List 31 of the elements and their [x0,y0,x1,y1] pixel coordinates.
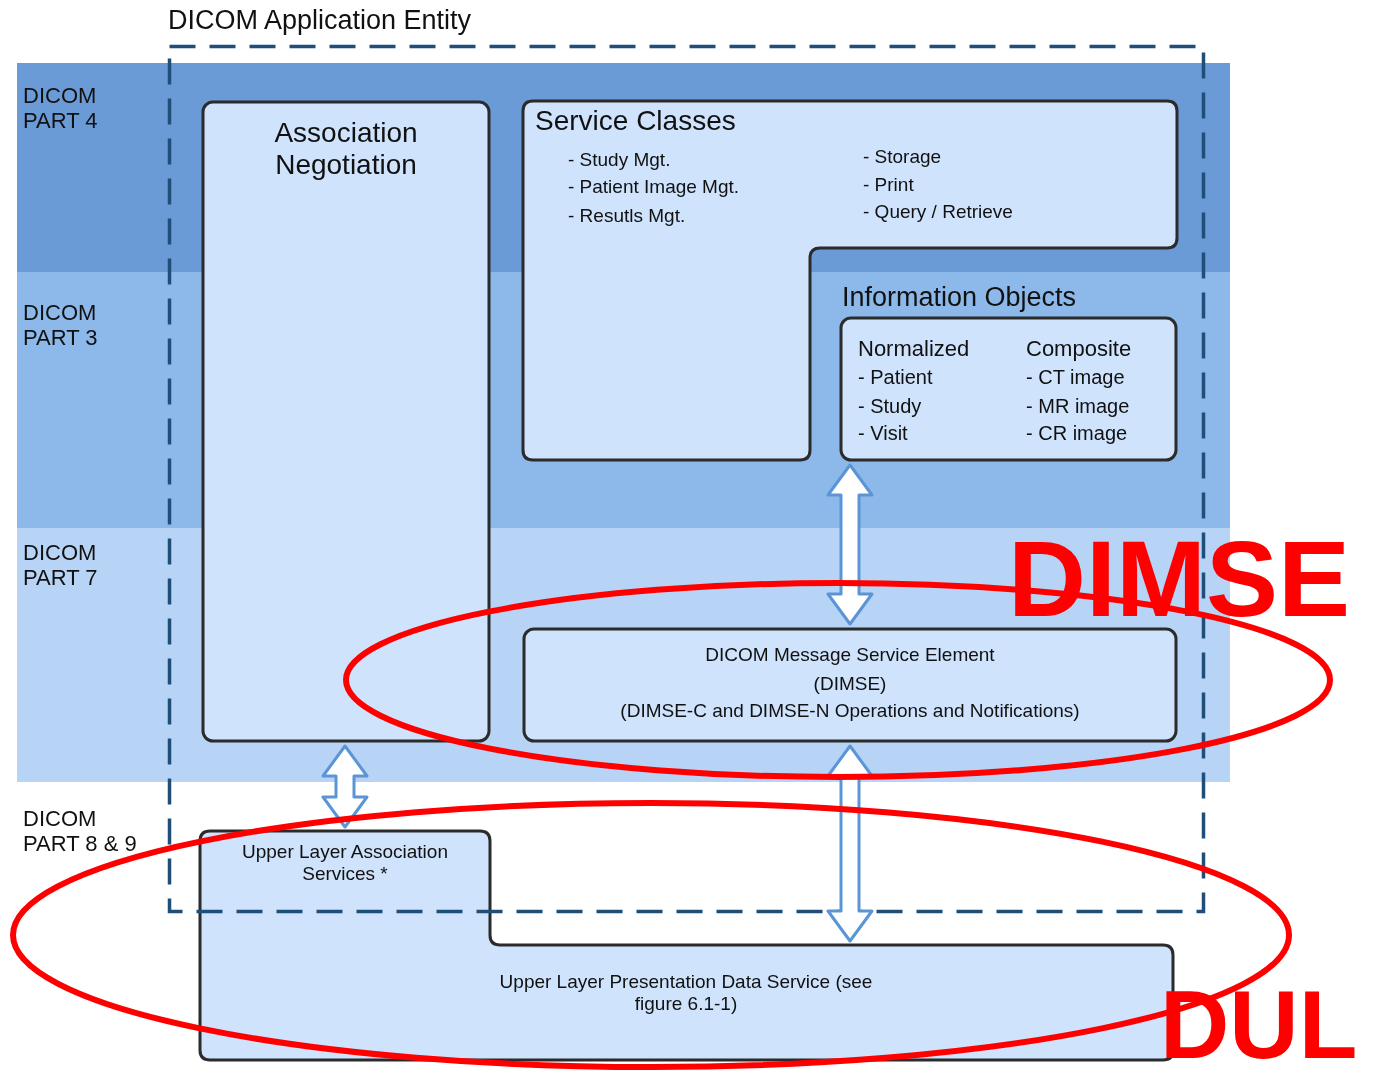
layer-label: DICOM PART 7 [23,540,99,591]
double-arrow [826,744,874,943]
label: - Visit [858,422,909,445]
heading: Service Classes [535,105,737,138]
double-arrow [826,463,874,626]
label: Upper Layer Presentation Data Service (see figure 6.1-1) [498,971,874,1015]
label: - Study [858,395,923,418]
double-arrow [321,744,369,829]
label: - Query / Retrieve [863,201,1014,223]
layer-label: DICOM PART 4 [23,83,99,134]
label: DICOM Message Service Element [704,644,996,666]
callout-label: DIMSE [1008,525,1351,633]
label: - Print [863,174,915,196]
label: Association Negotiation [273,117,419,182]
label: - CT image [1026,366,1126,389]
heading: DICOM Application Entity [168,5,473,37]
label: - Study Mgt. [568,149,672,171]
label: Normalized [858,336,971,362]
heading: Information Objects [842,282,1078,314]
label: - Resutls Mgt. [568,205,687,227]
label: Upper Layer Association Services * [241,841,449,885]
label: (DIMSE-C and DIMSE-N Operations and Notifications) [619,700,1081,722]
label: - CR image [1026,422,1129,445]
label: - Patient [858,366,934,389]
label: - Patient Image Mgt. [568,176,741,198]
label: - MR image [1026,395,1131,418]
layer-label: DICOM PART 3 [23,300,99,351]
label: Composite [1026,336,1133,362]
layer-label: DICOM PART 8 & 9 [23,806,138,857]
label: (DIMSE) [812,673,888,695]
label: - Storage [863,146,943,168]
